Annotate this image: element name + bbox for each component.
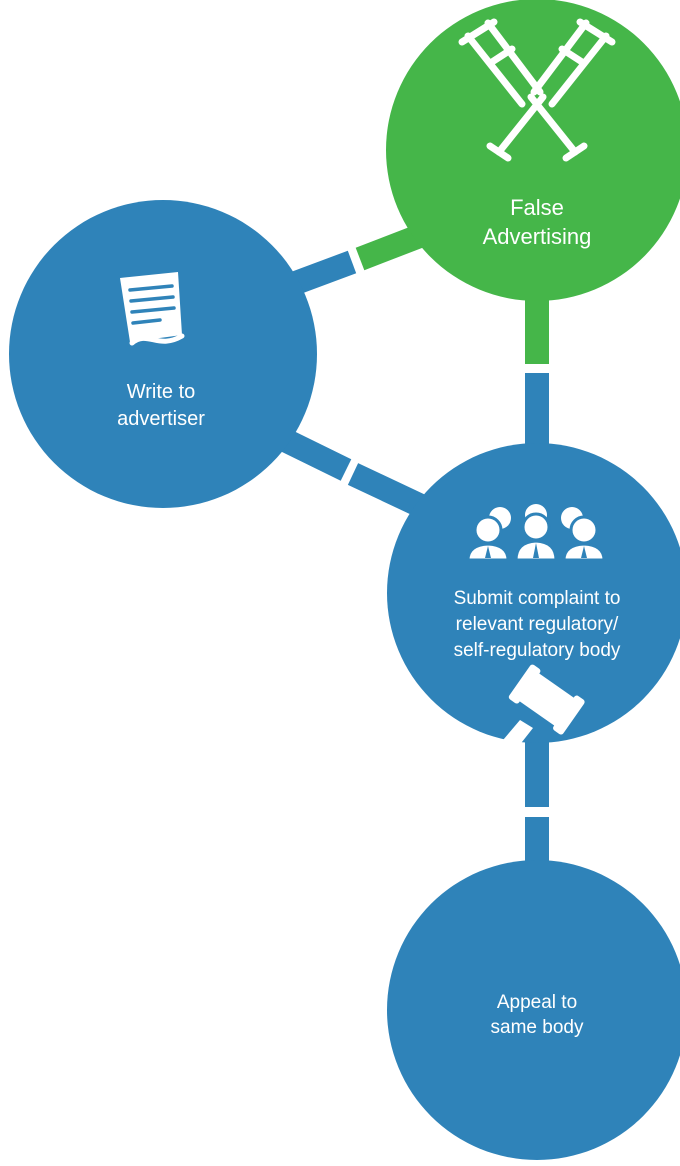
node-false-advertising: False Advertising — [386, 0, 680, 301]
node-circle — [387, 860, 680, 1160]
node-label-line1: False — [510, 195, 564, 220]
node-label-line1: Write to — [127, 381, 196, 403]
letter-document-icon — [120, 272, 185, 346]
node-label-line1: Appeal to — [497, 992, 577, 1013]
node-label-line2: advertiser — [117, 408, 205, 430]
node-label-line1: Submit complaint to — [454, 588, 621, 609]
node-appeal: Appeal to same body — [387, 664, 680, 1160]
gavel-icon — [490, 664, 585, 766]
node-submit-complaint: Submit complaint to relevant regulatory/… — [387, 443, 680, 743]
node-circle — [387, 443, 680, 743]
node-label-line3: self-regulatory body — [454, 640, 621, 661]
crossed-crutches-icon — [458, 18, 616, 162]
group-of-people-icon — [466, 504, 606, 562]
node-label-line2: Advertising — [483, 224, 592, 249]
node-circle — [386, 0, 680, 301]
node-label-line2: relevant regulatory/ — [456, 614, 619, 635]
node-label-line2: same body — [491, 1017, 584, 1038]
node-write-to-advertiser: Write to advertiser — [9, 200, 317, 508]
node-circle — [9, 200, 317, 508]
